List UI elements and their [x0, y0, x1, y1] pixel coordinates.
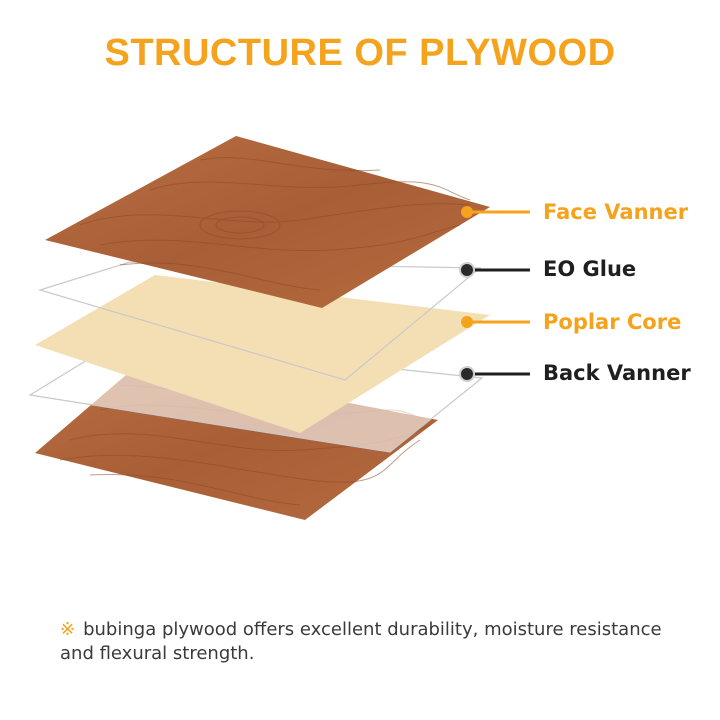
face-veneer-callout [461, 206, 530, 218]
upper-glue-sheet [37, 261, 482, 381]
description-text: bubinga plywood offers excellent durabil… [60, 619, 662, 664]
back-veneer-label: Back Vanner [543, 361, 691, 385]
reference-mark-icon: ※ [60, 619, 76, 640]
description-note: ※bubinga plywood offers excellent durabi… [60, 618, 680, 666]
poplar-core-label: Poplar Core [543, 310, 682, 334]
poplar-core-callout [461, 316, 530, 328]
eo-glue-label: EO Glue [543, 257, 637, 281]
face-veneer-label: Face Vanner [543, 200, 689, 224]
eo-glue-callout [459, 262, 530, 278]
back-veneer-callout [459, 366, 530, 382]
page-title: STRUCTURE OF PLYWOOD [104, 32, 616, 74]
face-veneer-sheet [45, 136, 490, 308]
poplar-core-sheet [35, 275, 490, 433]
